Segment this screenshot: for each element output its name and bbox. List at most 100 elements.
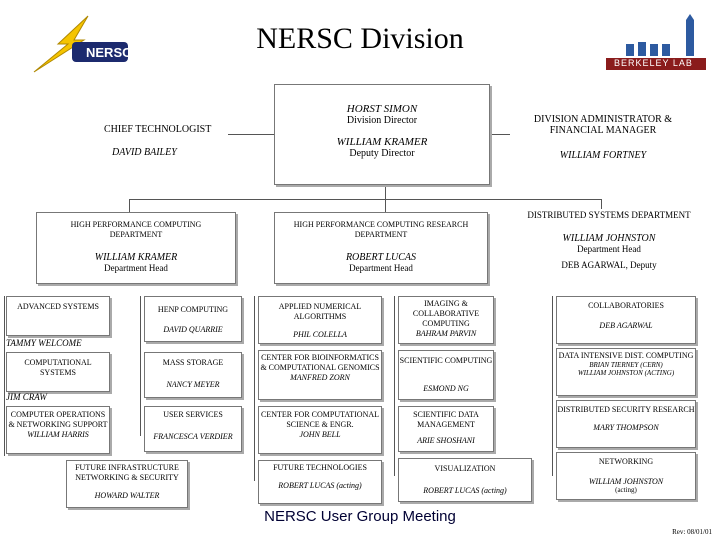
group-title: COMPUTER OPERATIONS & NETWORKING SUPPORT: [8, 410, 108, 429]
chief-technologist-name: DAVID BAILEY: [112, 147, 177, 158]
group-title: MASS STORAGE: [162, 358, 224, 367]
group-networking: NETWORKING WILLIAM JOHNSTON (acting): [556, 452, 696, 500]
group-title: CENTER FOR BIOINFORMATICS & COMPUTATIONA…: [260, 353, 380, 372]
hpcr-department-role: Department Head: [349, 263, 413, 273]
dsd-department-title: DISTRIBUTED SYSTEMS DEPARTMENT: [527, 210, 691, 220]
group-title: VISUALIZATION: [434, 464, 496, 473]
dsd-department-role: Department Head: [577, 244, 641, 254]
group-future-infrastructure: FUTURE INFRASTRUCTURE NETWORKING & SECUR…: [66, 460, 188, 508]
hpcr-department-box: HIGH PERFORMANCE COMPUTING RESEARCH DEPA…: [274, 212, 488, 284]
group-lead: DEB AGARWAL: [599, 321, 653, 330]
group-title: FUTURE TECHNOLOGIES: [273, 463, 367, 472]
group-scientific-computing: SCIENTIFIC COMPUTING ESMOND NG: [398, 350, 494, 400]
group-lead: PHIL COLELLA: [293, 330, 347, 339]
admin-title: DIVISION ADMINISTRATOR & FINANCIAL MANAG…: [533, 114, 673, 136]
dsd-department-deputy: DEB AGARWAL, Deputy: [561, 260, 657, 270]
lightning-bolt-icon: [33, 15, 128, 73]
chief-technologist-title: CHIEF TECHNOLOGIST: [104, 124, 212, 135]
group-title: USER SERVICES: [163, 410, 223, 419]
admin-name: WILLIAM FORTNEY: [559, 150, 647, 161]
group-computational-systems: COMPUTATIONAL SYSTEMS: [6, 352, 110, 392]
group-computer-operations: COMPUTER OPERATIONS & NETWORKING SUPPORT…: [6, 406, 110, 454]
group-lead: WILLIAM JOHNSTON: [588, 477, 664, 486]
page-title: NERSC Division: [256, 22, 464, 55]
group-henp-computing: HENP COMPUTING DAVID QUARRIE: [144, 296, 242, 342]
connector: [140, 296, 141, 436]
group-lead: BRIAN TIERNEY (CERN): [589, 361, 663, 369]
group-title: FUTURE INFRASTRUCTURE NETWORKING & SECUR…: [75, 463, 179, 482]
deputy-name: WILLIAM KRAMER: [336, 136, 428, 148]
group-title: COLLABORATORIES: [588, 301, 664, 310]
group-title: SCIENTIFIC DATA MANAGEMENT: [413, 410, 479, 429]
group-lead: NANCY MEYER: [166, 380, 220, 389]
dsd-department-head: WILLIAM JOHNSTON: [562, 233, 656, 244]
group-visualization: VISUALIZATION ROBERT LUCAS (acting): [398, 458, 532, 502]
group-title: HENP COMPUTING: [157, 305, 229, 314]
group-lead: WILLIAM HARRIS: [27, 430, 89, 439]
hpc-department-box: HIGH PERFORMANCE COMPUTING DEPARTMENT WI…: [36, 212, 236, 284]
group-title: CENTER FOR COMPUTATIONAL SCIENCE & ENGR.: [260, 410, 380, 429]
group-lead: ARIE SHOSHANI: [417, 436, 475, 445]
group-title: DATA INTENSIVE DIST. COMPUTING: [558, 351, 694, 360]
connector: [601, 199, 602, 209]
connector: [385, 185, 386, 212]
connector: [490, 134, 510, 135]
connector: [394, 296, 395, 476]
connector: [129, 199, 130, 212]
campanile-icon: [606, 14, 706, 70]
berkeley-lab-logo: BERKELEY LAB: [606, 14, 706, 84]
logo-text: NERSC: [86, 45, 132, 60]
group-lead: DAVID QUARRIE: [163, 325, 223, 334]
group-data-intensive-computing: DATA INTENSIVE DIST. COMPUTING BRIAN TIE…: [556, 348, 696, 396]
director-title: Division Director: [346, 115, 418, 126]
group-lead-acting: WILLIAM JOHNSTON (acting): [577, 369, 675, 377]
hpcr-department-head: ROBERT LUCAS: [345, 252, 417, 263]
group-lead: BAHRAM PARVIN: [415, 329, 477, 338]
group-bioinformatics: CENTER FOR BIOINFORMATICS & COMPUTATIONA…: [258, 350, 382, 400]
group-advanced-systems: ADVANCED SYSTEMS: [6, 296, 110, 336]
group-lead: FRANCESCA VERDIER: [153, 432, 233, 441]
group-title: DISTRIBUTED SECURITY RESEARCH: [557, 405, 695, 414]
group-distributed-security-research: DISTRIBUTED SECURITY RESEARCH MARY THOMP…: [556, 400, 696, 448]
group-lead: JIM CRAW: [6, 392, 47, 402]
connector: [129, 199, 602, 200]
group-future-technologies: FUTURE TECHNOLOGIES ROBERT LUCAS (acting…: [258, 460, 382, 504]
nersc-logo: NERSC: [28, 14, 132, 74]
group-lead-acting: (acting): [615, 486, 637, 494]
group-scientific-data-management: SCIENTIFIC DATA MANAGEMENT ARIE SHOSHANI: [398, 406, 494, 452]
hpc-department-role: Department Head: [104, 263, 168, 273]
group-imaging: IMAGING & COLLABORATIVE COMPUTING BAHRAM…: [398, 296, 494, 344]
group-title: COMPUTATIONAL SYSTEMS: [24, 358, 92, 377]
group-title: NETWORKING: [598, 457, 654, 466]
group-mass-storage: MASS STORAGE NANCY MEYER: [144, 352, 242, 398]
dsd-department: DISTRIBUTED SYSTEMS DEPARTMENT WILLIAM J…: [524, 210, 694, 270]
group-lead: TAMMY WELCOME: [6, 338, 82, 348]
revision-date: Rev: 08/01/01: [672, 528, 712, 536]
group-title: SCIENTIFIC COMPUTING: [399, 356, 493, 365]
group-lead: MANFRED ZORN: [290, 373, 350, 382]
director-box: HORST SIMON Division Director WILLIAM KR…: [274, 84, 490, 185]
deputy-title: Deputy Director: [349, 148, 415, 159]
hpcr-department-title: HIGH PERFORMANCE COMPUTING RESEARCH DEPA…: [293, 220, 469, 239]
hpc-department-head: WILLIAM KRAMER: [94, 252, 178, 263]
connector: [254, 296, 255, 481]
group-collaboratories: COLLABORATORIES DEB AGARWAL: [556, 296, 696, 344]
group-lead: ROBERT LUCAS (acting): [423, 486, 507, 495]
hpc-department-title: HIGH PERFORMANCE COMPUTING DEPARTMENT: [70, 220, 202, 239]
group-applied-numerical-algorithms: APPLIED NUMERICAL ALGORITHMS PHIL COLELL…: [258, 296, 382, 344]
connector: [4, 296, 5, 456]
group-user-services: USER SERVICES FRANCESCA VERDIER: [144, 406, 242, 452]
director-name: HORST SIMON: [346, 103, 418, 115]
berkeley-lab-text: BERKELEY LAB: [614, 58, 693, 68]
group-title: APPLIED NUMERICAL ALGORITHMS: [278, 302, 362, 321]
connector: [552, 296, 553, 476]
group-lead: MARY THOMPSON: [593, 423, 659, 432]
group-title: ADVANCED SYSTEMS: [17, 302, 99, 311]
group-lead: ESMOND NG: [423, 384, 469, 393]
group-lead: HOWARD WALTER: [94, 491, 160, 500]
group-lead: ROBERT LUCAS (acting): [278, 481, 362, 490]
group-computational-science: CENTER FOR COMPUTATIONAL SCIENCE & ENGR.…: [258, 406, 382, 454]
connector: [228, 134, 274, 135]
footer-title: NERSC User Group Meeting: [264, 508, 456, 525]
group-lead: JOHN BELL: [299, 430, 341, 439]
